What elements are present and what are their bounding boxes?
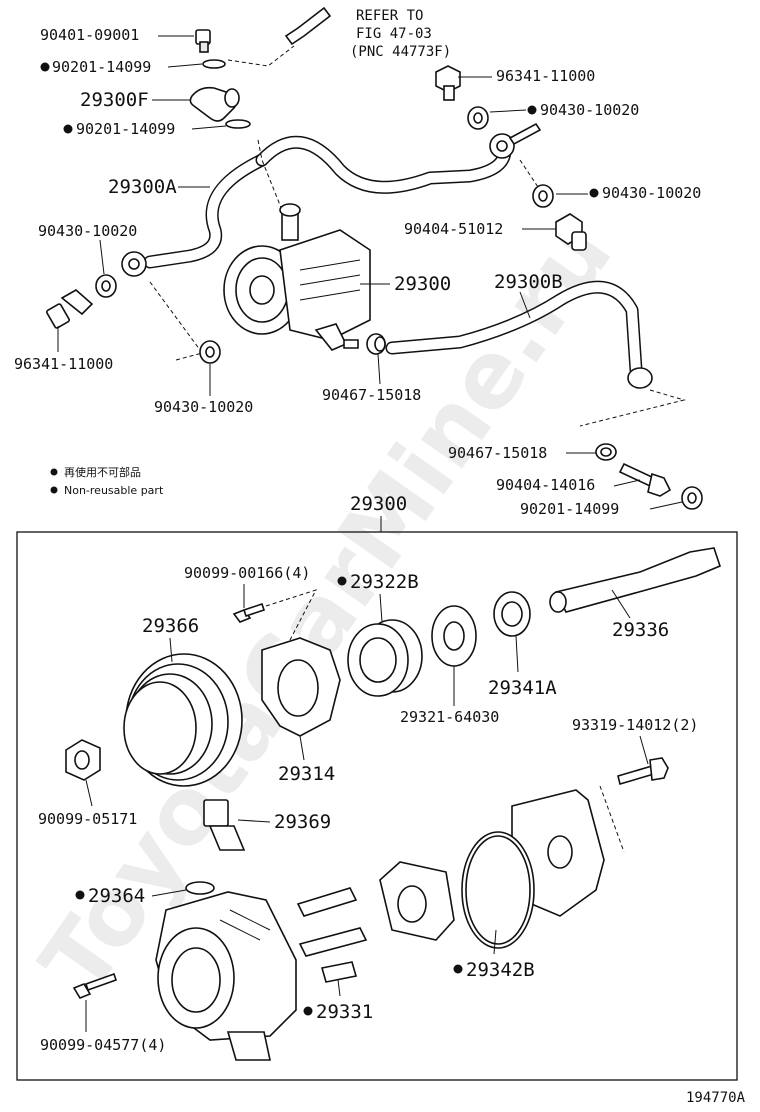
label-90201-14099-b[interactable]: 90201-14099 <box>76 120 175 138</box>
label-90099-04577[interactable]: 90099-04577(4) <box>40 1036 166 1054</box>
label-29300A[interactable]: 29300A <box>108 176 177 198</box>
non-reusable-dot <box>527 105 537 115</box>
legend-text-en: Non-reusable part <box>64 484 164 497</box>
label-90430-10020-bottom[interactable]: 90430-10020 <box>154 398 253 416</box>
label-29342B[interactable]: 29342B <box>466 959 535 981</box>
label-96341-11000-left[interactable]: 96341-11000 <box>14 355 113 373</box>
bolt-00166-part <box>232 602 266 623</box>
bolt-right-part <box>435 65 461 101</box>
exploded-parts <box>65 547 721 1061</box>
o-ring-part-a <box>202 59 226 69</box>
bolt-left-part <box>46 289 94 329</box>
sensor-29369-part <box>203 799 246 851</box>
reference-line-1: REFER TO <box>356 8 423 24</box>
clamp-mid-part <box>366 333 386 355</box>
o-ring-part-b <box>225 119 251 129</box>
exploded-view-frame <box>16 531 738 1081</box>
label-90404-51012[interactable]: 90404-51012 <box>404 220 503 238</box>
reference-line-3: (PNC 44773F) <box>350 44 451 60</box>
label-29322B[interactable]: 29322B <box>350 571 419 593</box>
non-reusable-dot <box>337 576 347 586</box>
non-reusable-dot <box>75 890 85 900</box>
reference-line-2: FIG 47-03 <box>356 26 432 42</box>
label-29336[interactable]: 29336 <box>612 619 669 641</box>
label-90201-14099-c[interactable]: 90201-14099 <box>520 500 619 518</box>
label-93319-14012[interactable]: 93319-14012(2) <box>572 716 698 734</box>
label-96341-11000-right[interactable]: 96341-11000 <box>496 67 595 85</box>
label-90467-15018-right[interactable]: 90467-15018 <box>448 444 547 462</box>
rotor-part <box>379 861 455 941</box>
hub-plate-29314-part <box>261 637 341 737</box>
box-title[interactable]: 29300 <box>350 493 407 515</box>
label-29314[interactable]: 29314 <box>278 763 335 785</box>
ref-hose-stub <box>284 6 332 46</box>
non-reusable-dot <box>40 62 50 72</box>
plug-part <box>195 29 211 53</box>
shaft-29336-part <box>549 547 721 613</box>
bolt-14012-part <box>617 757 669 786</box>
bolt-04577-part <box>72 972 118 999</box>
label-90099-05171[interactable]: 90099-05171 <box>38 810 137 828</box>
union-right-part <box>555 213 587 251</box>
non-reusable-dot <box>589 188 599 198</box>
label-29364[interactable]: 29364 <box>88 885 145 907</box>
label-29300-pump[interactable]: 29300 <box>394 273 451 295</box>
o-ring-29364-part <box>185 881 215 895</box>
pump-29300-part <box>223 203 371 351</box>
legend-text-jp: 再使用不可部品 <box>64 465 141 479</box>
label-90404-14016[interactable]: 90404-14016 <box>496 476 595 494</box>
non-reusable-dot <box>453 964 463 974</box>
seal-29341a-part <box>493 591 531 637</box>
non-reusable-dot <box>63 124 73 134</box>
nut-part <box>65 739 101 781</box>
pulley-29366-part <box>123 653 243 787</box>
diagram-id: 194770A <box>686 1090 746 1106</box>
upper-assembly <box>46 6 703 510</box>
label-29300F[interactable]: 29300F <box>80 89 149 111</box>
label-29369[interactable]: 29369 <box>274 811 331 833</box>
legend: 再使用不可部品 Non-reusable part <box>50 465 164 497</box>
label-90467-15018-mid[interactable]: 90467-15018 <box>322 386 421 404</box>
label-29321-64030[interactable]: 29321-64030 <box>400 708 499 726</box>
label-90430-10020-right-b[interactable]: 90430-10020 <box>602 184 701 202</box>
label-90430-10020-left[interactable]: 90430-10020 <box>38 222 137 240</box>
non-reusable-dot <box>303 1006 313 1016</box>
label-90099-00166[interactable]: 90099-00166(4) <box>184 564 310 582</box>
bearing-29322b-part <box>347 619 423 697</box>
reference-note: REFER TO FIG 47-03 (PNC 44773F) <box>350 8 451 60</box>
pump-body-part <box>155 891 297 1061</box>
label-90430-10020-right-a[interactable]: 90430-10020 <box>540 101 639 119</box>
label-90401-09001[interactable]: 90401-09001 <box>40 26 139 44</box>
label-90201-14099-a[interactable]: 90201-14099 <box>52 58 151 76</box>
union-lower-right-part <box>618 462 672 497</box>
label-29300B[interactable]: 29300B <box>494 271 563 293</box>
clamp-right-part <box>595 443 617 461</box>
vanes-29331-part <box>296 887 368 983</box>
ref-dashed-line <box>227 45 295 67</box>
label-29341A[interactable]: 29341A <box>488 677 557 699</box>
label-29331[interactable]: 29331 <box>316 1001 373 1023</box>
label-29366[interactable]: 29366 <box>142 615 199 637</box>
washer-part <box>431 605 477 667</box>
